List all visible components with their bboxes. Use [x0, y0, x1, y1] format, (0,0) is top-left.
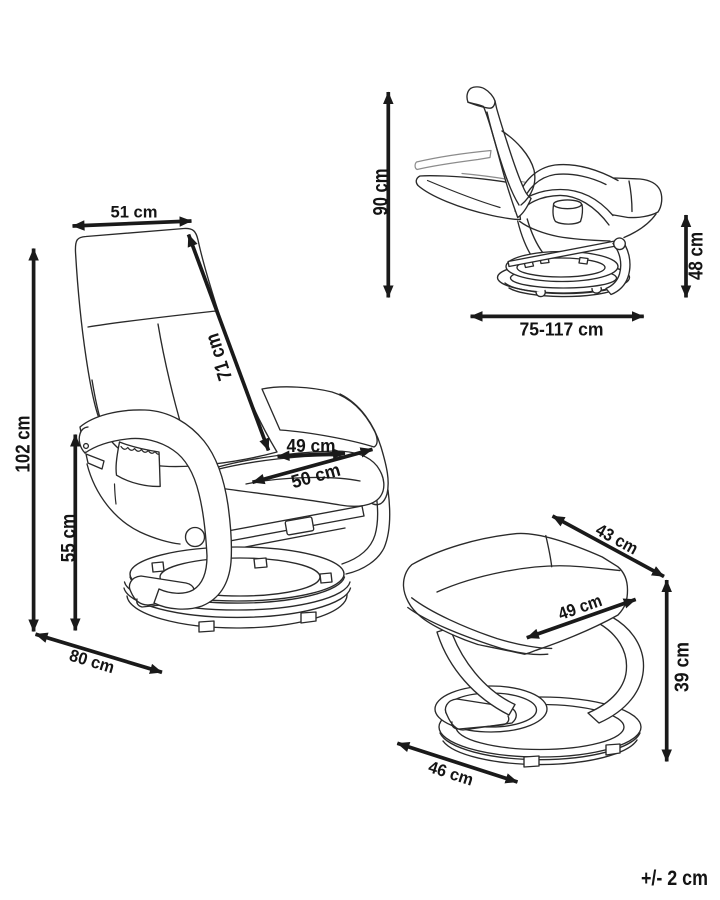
svg-text:90 cm: 90 cm	[370, 169, 393, 216]
svg-text:+/- 2 cm: +/- 2 cm	[641, 867, 708, 890]
svg-text:102 cm: 102 cm	[12, 416, 35, 473]
svg-text:49 cm: 49 cm	[287, 435, 336, 456]
svg-text:75-117 cm: 75-117 cm	[520, 319, 604, 340]
svg-text:55 cm: 55 cm	[57, 514, 80, 563]
svg-text:48 cm: 48 cm	[685, 232, 708, 280]
svg-text:51 cm: 51 cm	[111, 204, 158, 222]
svg-text:39 cm: 39 cm	[671, 642, 694, 692]
